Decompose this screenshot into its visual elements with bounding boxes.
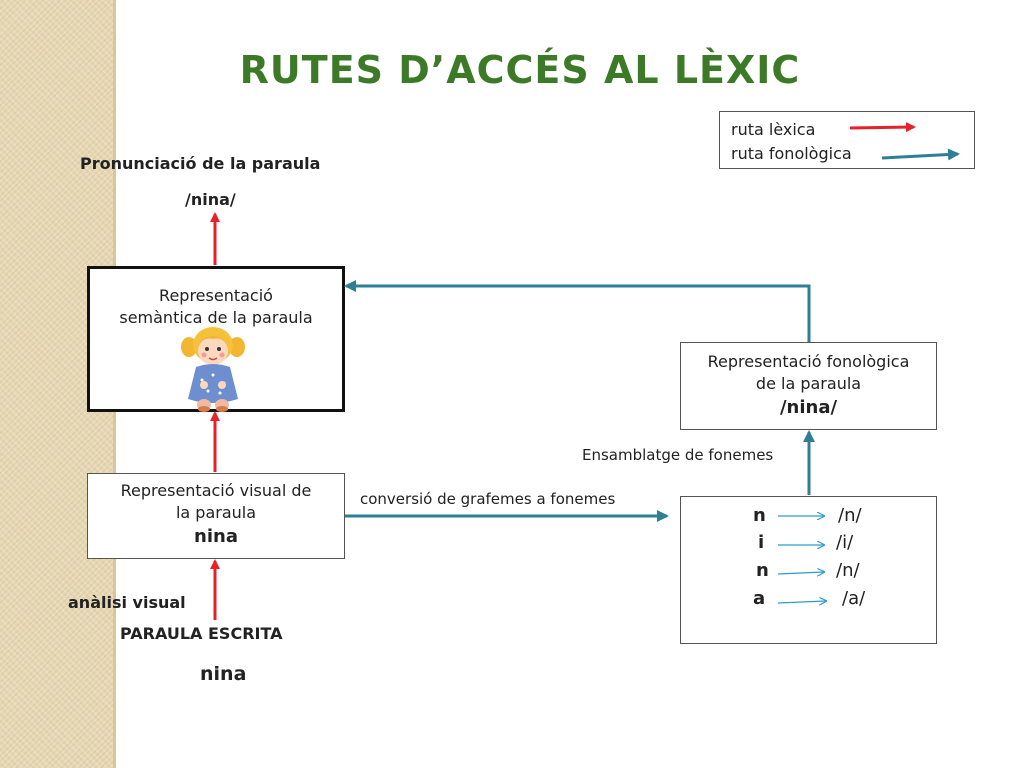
phonological-box-line1: Representació fonològica <box>707 352 910 371</box>
arrow-phonological-to-semantic <box>344 280 811 342</box>
grapheme-phoneme-box <box>680 496 937 644</box>
visual-box-word: nina <box>194 526 238 547</box>
mapping-arrow-4 <box>777 601 826 603</box>
phoneme-4: /a/ <box>842 588 866 609</box>
grapheme-2: i <box>758 532 765 553</box>
written-word-label: PARAULA ESCRITA <box>120 624 283 643</box>
phonological-box-word: /nina/ <box>779 397 838 418</box>
visual-analysis-label: anàlisi visual <box>68 593 186 612</box>
mapping-arrow-3 <box>777 572 824 574</box>
visual-representation-box: Representació visual de la paraula nina <box>87 473 345 559</box>
legend: ruta lèxica ruta fonològica <box>719 111 975 169</box>
visual-box-line2: la paraula <box>175 503 257 522</box>
grapheme-4: a <box>753 588 766 609</box>
legend-phonological-label: ruta fonològica <box>731 144 852 163</box>
conversion-label: conversió de grafemes a fonemes <box>360 490 616 508</box>
legend-lexical-label: ruta lèxica <box>731 120 816 139</box>
grapheme-3: n <box>756 560 769 581</box>
phoneme-3: /n/ <box>836 560 860 581</box>
phonological-representation-box: Representació fonològica de la paraula /… <box>680 342 937 430</box>
pronunciation-label: Pronunciació de la paraula <box>80 154 321 173</box>
doll-icon <box>181 327 245 412</box>
phoneme-2: /i/ <box>836 532 854 553</box>
phoneme-1: /n/ <box>838 505 862 526</box>
semantic-box-line2: semàntica de la paraula <box>119 308 313 327</box>
visual-box-line1: Representació visual de <box>120 481 312 500</box>
pronunciation-value: /nina/ <box>185 190 236 209</box>
legend-phonological-arrow <box>881 148 960 161</box>
written-word-value: nina <box>200 663 247 685</box>
legend-lexical-arrow <box>849 122 916 133</box>
slide-title: RUTES D’ACCÉS AL LÈXIC <box>239 48 801 92</box>
phonological-box-line2: de la paraula <box>755 374 862 393</box>
assembly-label: Ensamblatge de fonemes <box>582 446 774 464</box>
grapheme-1: n <box>753 505 766 526</box>
semantic-box-line1: Representació <box>159 286 273 305</box>
